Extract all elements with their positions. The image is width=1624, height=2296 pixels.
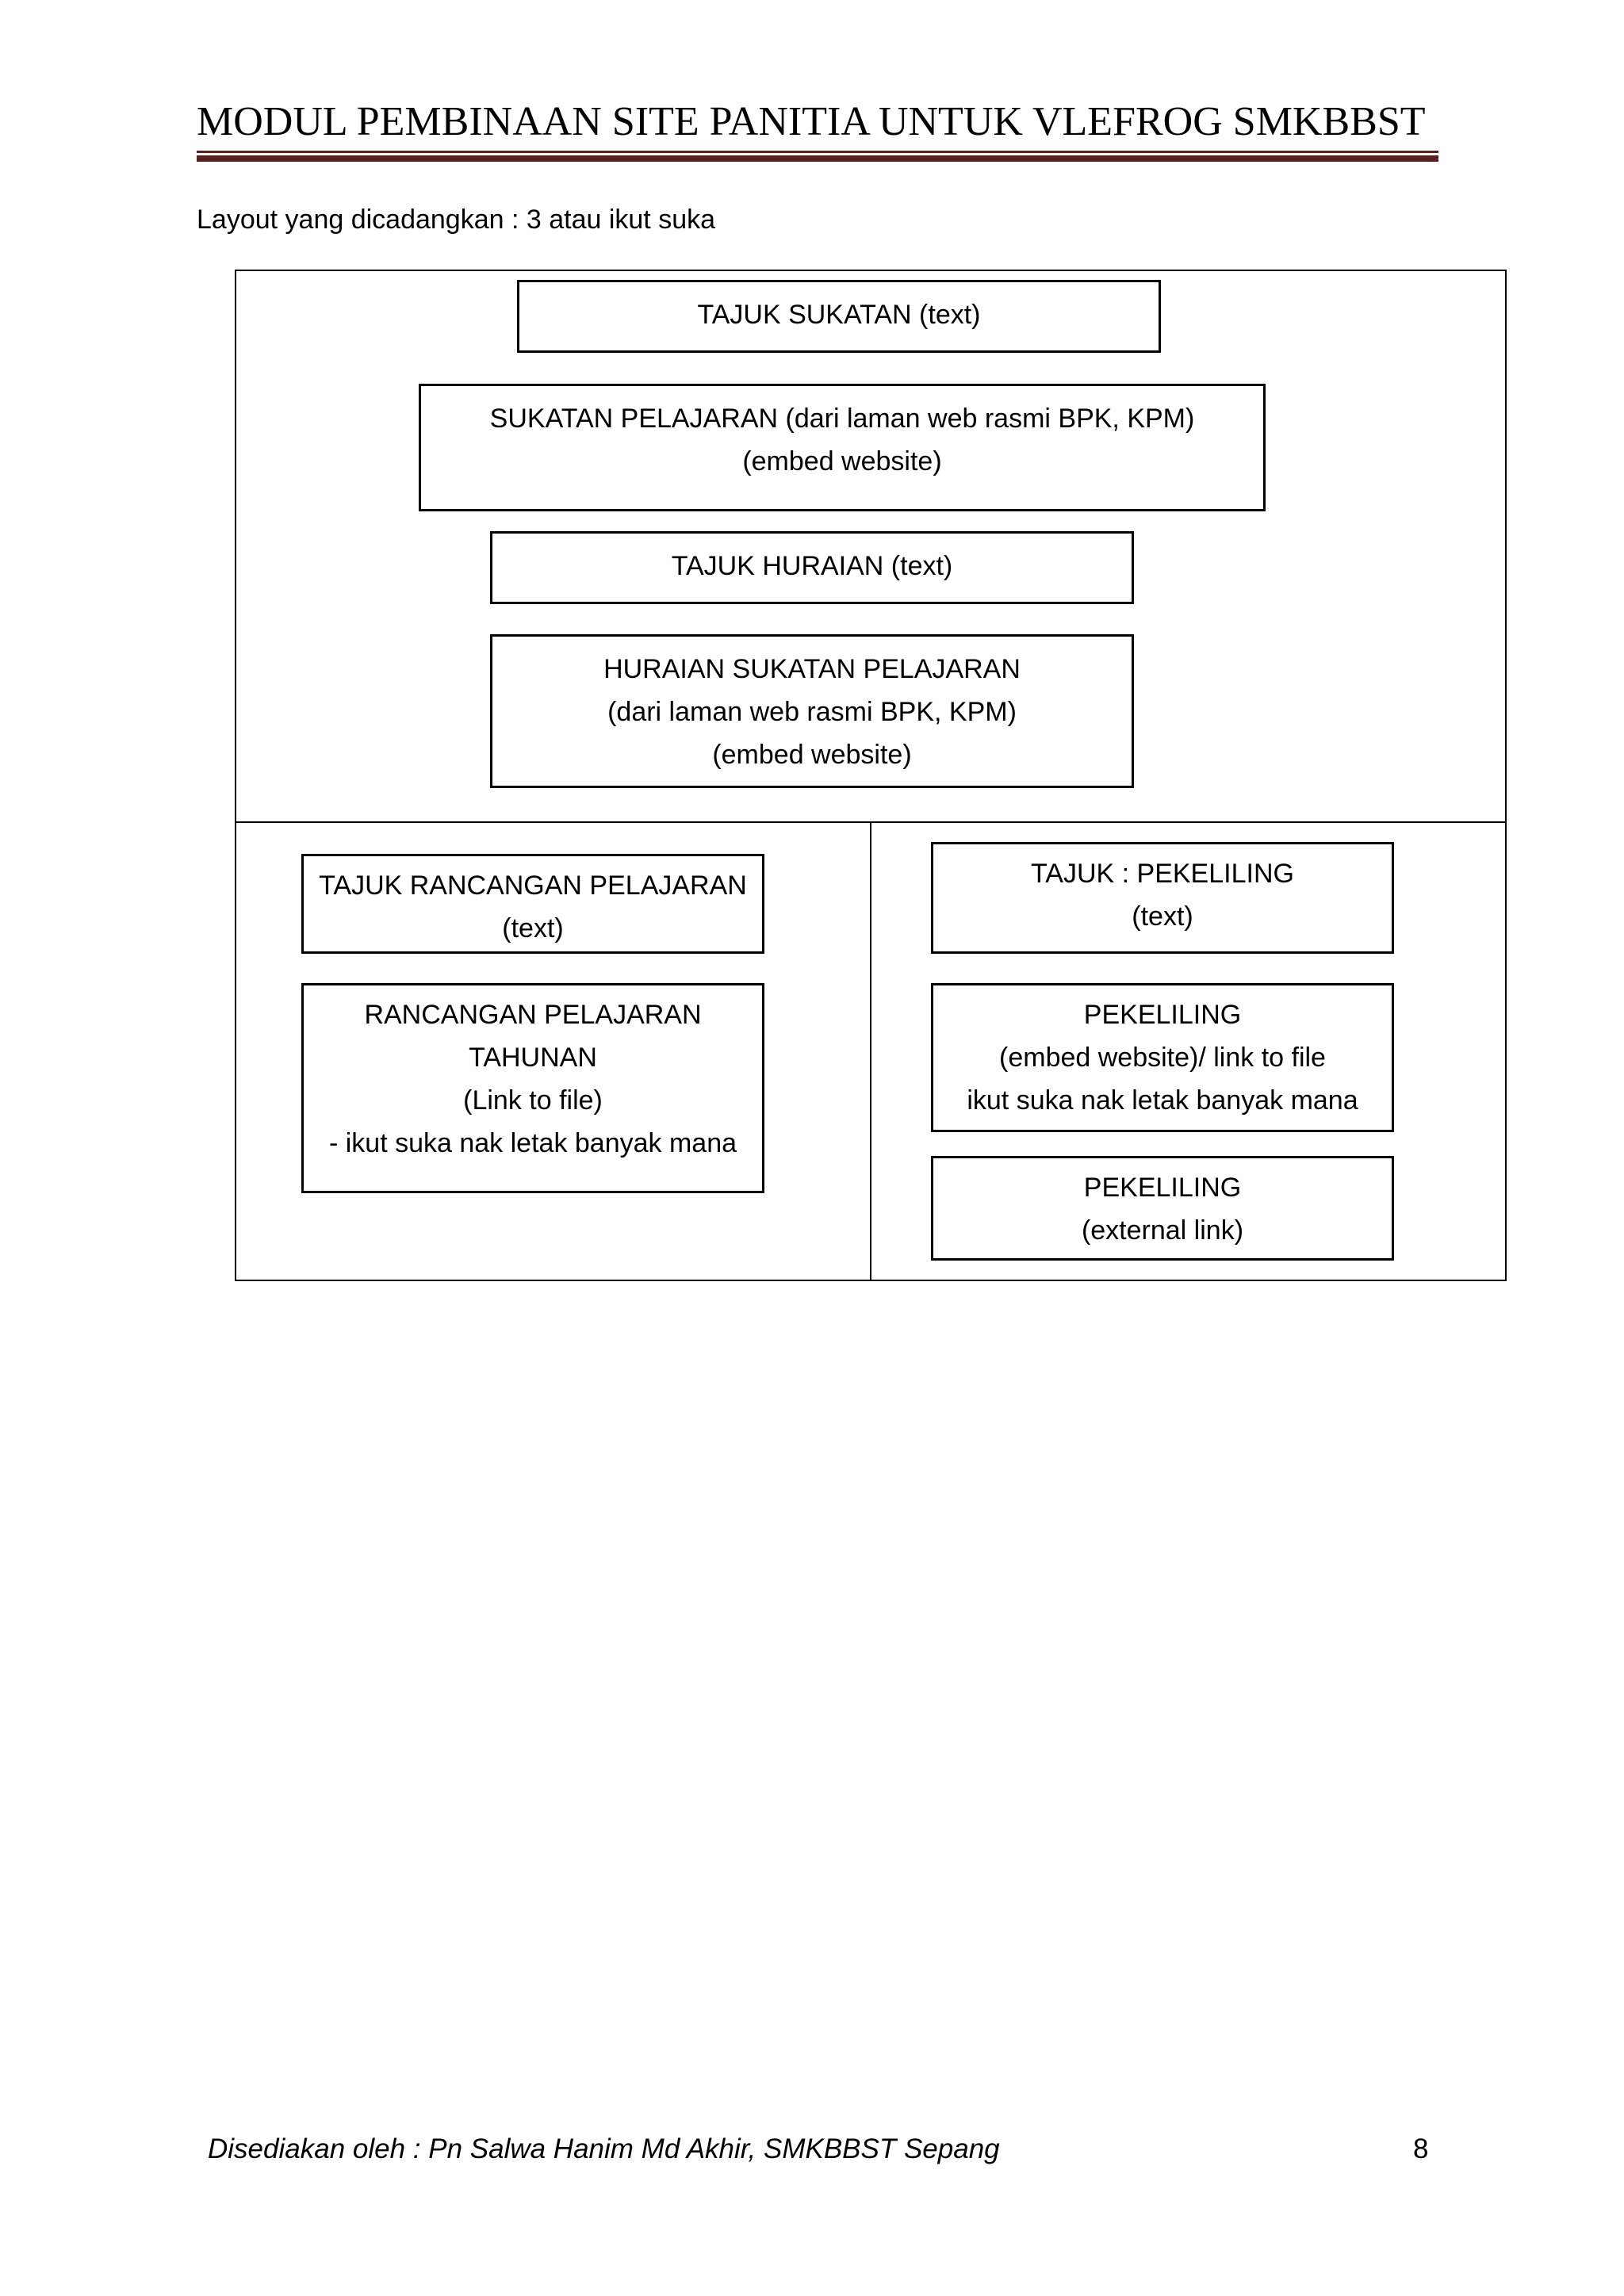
pekeliling-external-box: PEKELILING (external link) bbox=[931, 1156, 1394, 1261]
box-line: TAHUNAN bbox=[469, 1043, 597, 1073]
intro-text: Layout yang dicadangkan : 3 atau ikut su… bbox=[197, 205, 716, 235]
box-line: PEKELILING bbox=[1083, 1000, 1242, 1030]
header-rule-thin bbox=[197, 151, 1438, 153]
layout-divider-vertical bbox=[870, 821, 871, 1281]
box-line: HURAIAN SUKATAN PELAJARAN bbox=[603, 654, 1021, 684]
box-line: (embed website) bbox=[742, 446, 942, 476]
footer-prepared-by: Disediakan oleh : Pn Salwa Hanim Md Akhi… bbox=[208, 2133, 1000, 2164]
box-line: (text) bbox=[1132, 901, 1193, 932]
tajuk-huraian-box: TAJUK HURAIAN (text) bbox=[490, 531, 1134, 604]
box-line: RANCANGAN PELAJARAN bbox=[364, 1000, 702, 1030]
page-header: MODUL PEMBINAAN SITE PANITIA UNTUK VLEFR… bbox=[197, 94, 1438, 162]
box-line: ikut suka nak letak banyak mana bbox=[967, 1085, 1358, 1115]
tajuk-sukatan-box: TAJUK SUKATAN (text) bbox=[517, 280, 1161, 353]
box-line: TAJUK HURAIAN (text) bbox=[671, 551, 953, 581]
box-line: TAJUK : PEKELILING bbox=[1031, 859, 1294, 889]
box-line: (text) bbox=[502, 913, 564, 943]
box-line: (dari laman web rasmi BPK, KPM) bbox=[607, 697, 1017, 727]
header-rule-thick bbox=[197, 155, 1438, 162]
tajuk-rancangan-box: TAJUK RANCANGAN PELAJARAN (text) bbox=[301, 854, 764, 954]
sukatan-pelajaran-box: SUKATAN PELAJARAN (dari laman web rasmi … bbox=[419, 384, 1266, 511]
pekeliling-embed-box: PEKELILING (embed website)/ link to file… bbox=[931, 983, 1394, 1132]
page-number: 8 bbox=[1413, 2133, 1429, 2164]
tajuk-pekeliling-box: TAJUK : PEKELILING (text) bbox=[931, 842, 1394, 954]
box-line: - ikut suka nak letak banyak mana bbox=[328, 1128, 737, 1158]
huraian-sukatan-box: HURAIAN SUKATAN PELAJARAN (dari laman we… bbox=[490, 634, 1134, 788]
page-title: MODUL PEMBINAAN SITE PANITIA UNTUK VLEFR… bbox=[197, 99, 1426, 144]
box-line: TAJUK RANCANGAN PELAJARAN bbox=[319, 871, 747, 901]
rancangan-pelajaran-box: RANCANGAN PELAJARAN TAHUNAN (Link to fil… bbox=[301, 983, 764, 1193]
box-line: (embed website) bbox=[712, 740, 912, 770]
box-line: (external link) bbox=[1081, 1215, 1244, 1246]
box-line: PEKELILING bbox=[1083, 1173, 1242, 1203]
box-line: SUKATAN PELAJARAN (dari laman web rasmi … bbox=[489, 404, 1195, 434]
box-line: (embed website)/ link to file bbox=[999, 1043, 1326, 1073]
box-line: TAJUK SUKATAN (text) bbox=[697, 300, 981, 330]
box-line: (Link to file) bbox=[463, 1085, 603, 1115]
